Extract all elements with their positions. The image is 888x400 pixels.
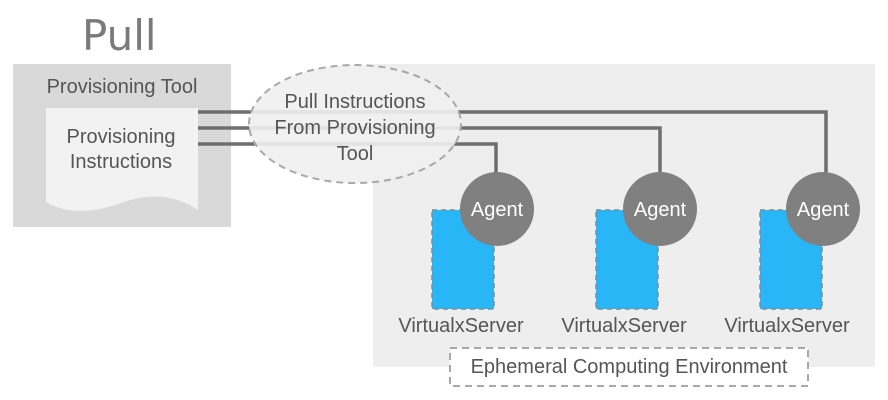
virtual-server-1: Agent VirtualxServer	[398, 172, 534, 337]
environment-label: Ephemeral Computing Environment	[471, 356, 788, 378]
agent-circle	[786, 172, 860, 246]
pull-instructions-bubble	[248, 64, 462, 184]
instructions-doc-line1: Provisioning	[67, 126, 176, 148]
virtual-server-3: Agent VirtualxServer	[724, 172, 860, 337]
agent-circle	[623, 172, 697, 246]
instructions-doc-line2: Instructions	[70, 151, 172, 173]
pull-bubble-line2: From Provisioning	[274, 117, 435, 139]
pull-bubble-line3: Tool	[337, 143, 374, 165]
virtual-server-2: Agent VirtualxServer	[561, 172, 697, 337]
instructions-document	[46, 108, 198, 211]
agent-circle	[460, 172, 534, 246]
server-label: VirtualxServer	[398, 315, 524, 337]
agent-label: Agent	[797, 199, 850, 221]
environment-label-box	[449, 347, 809, 387]
server-label: VirtualxServer	[724, 315, 850, 337]
diagram-title: Pull	[82, 11, 157, 60]
agent-label: Agent	[471, 199, 524, 221]
server-label: VirtualxServer	[561, 315, 687, 337]
agent-label: Agent	[634, 199, 687, 221]
pull-bubble-line1: Pull Instructions	[284, 91, 425, 113]
provisioning-tool-label: Provisioning Tool	[47, 76, 198, 98]
